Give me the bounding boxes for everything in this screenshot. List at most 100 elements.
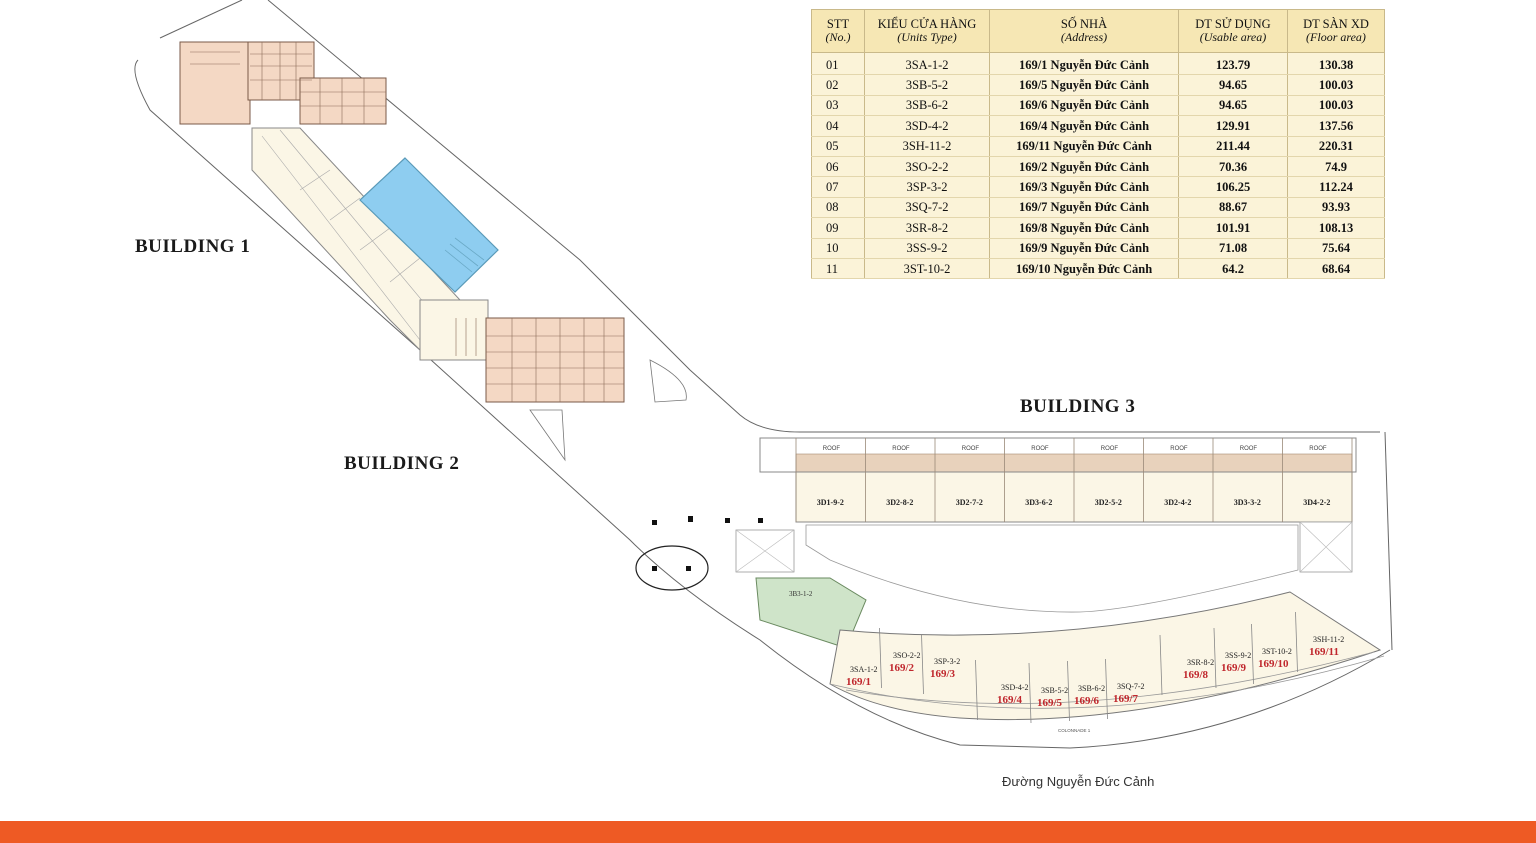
cell-floor-area: 112.24 [1287,176,1385,198]
cell-floor-area: 75.64 [1287,238,1385,259]
header-usable-area: DT SỬ DỤNG(Usable area) [1178,9,1288,53]
shop-unit-address: 169/2 [889,662,915,674]
cell-address: 169/9 Nguyễn Đức Cảnh [989,238,1179,259]
cell-floor-area: 137.56 [1287,115,1385,137]
cell-floor-area: 220.31 [1287,136,1385,157]
roof-label: ROOF [1031,446,1049,452]
cell-no: 06 [811,156,865,178]
cell-no: 03 [811,95,865,117]
shop-unit-address: 169/10 [1258,658,1289,670]
header-unit-type: KIỂU CỬA HÀNG(Units Type) [864,9,990,53]
shop-unit-code: 3SR-8-2 [1187,658,1214,667]
roof-label: ROOF [892,446,910,452]
cell-unit-type: 3ST-10-2 [864,258,990,280]
units-table: STT(No.) KIỂU CỬA HÀNG(Units Type) SỐ NH… [811,9,1385,280]
shop-unit-address: 169/5 [1037,697,1063,709]
cell-no: 01 [811,52,865,76]
table-header-row: STT(No.) KIỂU CỬA HÀNG(Units Type) SỐ NH… [811,9,1385,53]
shop-unit-code: 3SS-9-2 [1225,651,1251,660]
cell-address: 169/3 Nguyễn Đức Cảnh [989,176,1179,198]
cell-no: 07 [811,176,865,198]
cell-no: 09 [811,217,865,239]
drop-off-roundabout [635,516,763,591]
upper-unit-label: 3D2-7-2 [956,498,983,507]
shop-unit-code: 3SP-3-2 [934,657,960,666]
cell-unit-type: 3SO-2-2 [864,156,990,178]
roof-label: ROOF [1170,446,1188,452]
cell-no: 05 [811,136,865,157]
cell-floor-area: 74.9 [1287,156,1385,178]
cell-address: 169/10 Nguyễn Đức Cảnh [989,258,1179,280]
header-no: STT(No.) [811,9,865,53]
cell-floor-area: 130.38 [1287,52,1385,76]
roof-label: ROOF [1240,446,1258,452]
shop-unit-address: 169/9 [1221,662,1247,674]
upper-unit-label: 3D2-4-2 [1164,498,1191,507]
upper-unit-label: 3D4-2-2 [1303,498,1330,507]
svg-text:COLONNADE 1: COLONNADE 1 [1058,728,1091,733]
building-2-label: BUILDING 2 [344,453,460,474]
cell-usable-area: 64.2 [1178,258,1288,280]
cell-unit-type: 3SR-8-2 [864,217,990,239]
cell-unit-type: 3SQ-7-2 [864,197,990,219]
cell-unit-type: 3SP-3-2 [864,176,990,198]
shop-unit-code: 3SA-1-2 [850,665,878,674]
cell-address: 169/5 Nguyễn Đức Cảnh [989,74,1179,96]
upper-unit-label: 3D2-8-2 [886,498,913,507]
cell-usable-area: 106.25 [1178,176,1288,198]
upper-unit-label: 3D3-6-2 [1025,498,1052,507]
shop-unit-address: 169/6 [1074,695,1100,707]
cell-address: 169/7 Nguyễn Đức Cảnh [989,197,1179,219]
cell-unit-type: 3SB-5-2 [864,74,990,96]
upper-unit-label: 3D2-5-2 [1095,498,1122,507]
cell-floor-area: 100.03 [1287,95,1385,117]
cell-floor-area: 93.93 [1287,197,1385,219]
street-name: Đường Nguyễn Đức Cảnh [1002,774,1155,789]
cell-usable-area: 94.65 [1178,95,1288,117]
roof-label: ROOF [1309,446,1327,452]
cell-usable-area: 94.65 [1178,74,1288,96]
roof-label: ROOF [1101,446,1119,452]
cell-floor-area: 108.13 [1287,217,1385,239]
cell-usable-area: 211.44 [1178,136,1288,157]
header-floor-area: DT SÀN XD(Floor area) [1287,9,1385,53]
shop-unit-address: 169/8 [1183,669,1209,681]
cell-no: 08 [811,197,865,219]
shop-unit-code: 3SH-11-2 [1313,635,1344,644]
cell-floor-area: 100.03 [1287,74,1385,96]
shop-unit-code: 3SB-6-2 [1078,684,1105,693]
cell-unit-type: 3SA-1-2 [864,52,990,76]
cell-no: 04 [811,115,865,137]
shop-unit-address: 169/7 [1113,693,1139,705]
shop-unit-address: 169/3 [930,668,956,680]
building-3-label: BUILDING 3 [1020,396,1136,417]
site-boundary [134,0,1393,749]
footer-bar [0,821,1536,843]
shop-unit-address: 169/4 [997,694,1023,706]
cell-unit-type: 3SD-4-2 [864,115,990,137]
cell-no: 02 [811,74,865,96]
shop-unit-address: 169/11 [1309,646,1339,658]
shop-unit-address: 169/1 [846,676,871,688]
cell-usable-area: 71.08 [1178,238,1288,259]
building-1-label: BUILDING 1 [135,236,251,257]
cell-floor-area: 68.64 [1287,258,1385,280]
cell-address: 169/2 Nguyễn Đức Cảnh [989,156,1179,178]
shop-unit-code: 3SB-5-2 [1041,686,1068,695]
building-1-plan [179,41,499,351]
svg-text:3B3-1-2: 3B3-1-2 [789,590,813,598]
upper-unit-label: 3D1-9-2 [817,498,844,507]
cell-address: 169/6 Nguyễn Đức Cảnh [989,95,1179,117]
cell-usable-area: 70.36 [1178,156,1288,178]
cell-address: 169/1 Nguyễn Đức Cảnh [989,52,1179,76]
